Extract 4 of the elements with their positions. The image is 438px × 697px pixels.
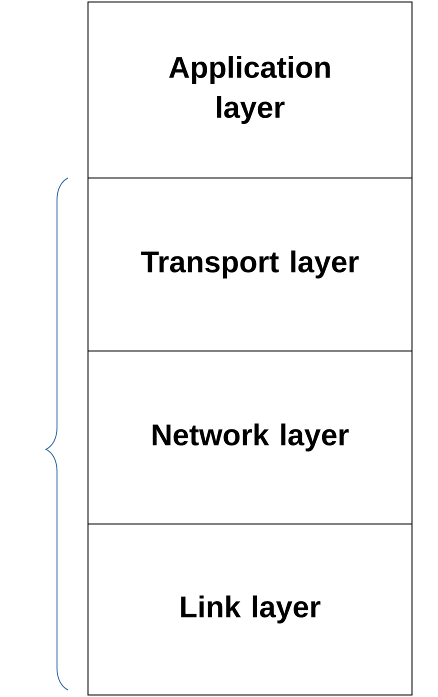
layer-box: Application layer bbox=[88, 2, 412, 178]
layer-box: Transport layer bbox=[88, 178, 412, 352]
layer-box: Network layer bbox=[88, 350, 412, 524]
layer-box: Link layer bbox=[88, 524, 412, 696]
